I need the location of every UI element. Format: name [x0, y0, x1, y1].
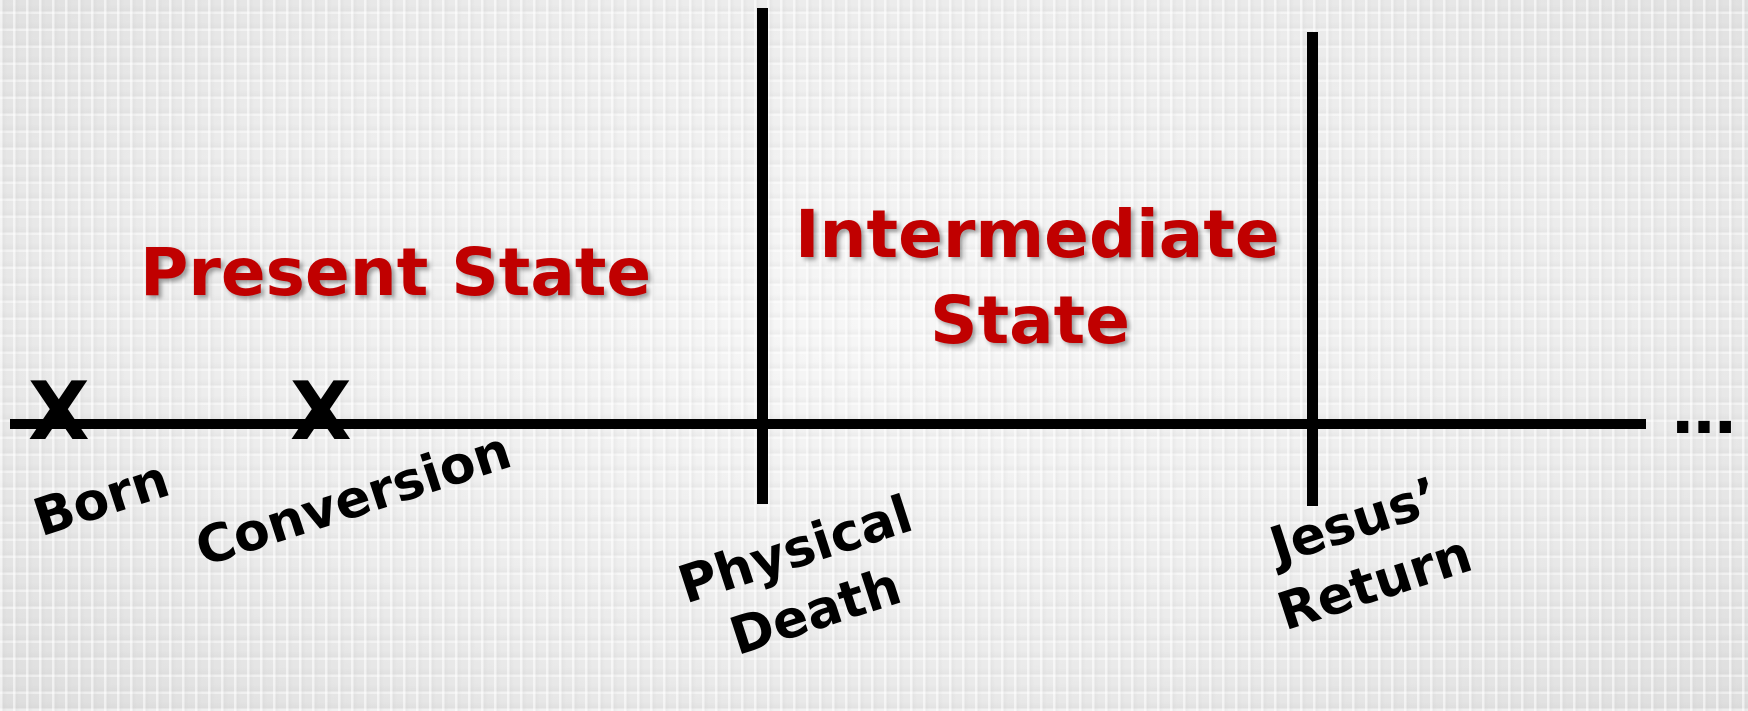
physical-death-label: Physical Death [662, 480, 949, 684]
intermediate-state-line-1: Intermediate [795, 196, 1280, 273]
born-label: Born [26, 449, 177, 549]
timeline-axis [10, 419, 1646, 429]
conversion-marker: X [290, 365, 352, 458]
physical-death-divider [757, 8, 768, 504]
present-state-label: Present State [140, 234, 652, 311]
conversion-label: Conversion [188, 420, 519, 579]
intermediate-state-label: Intermediate State [795, 192, 1280, 364]
born-marker: X [28, 365, 90, 458]
jesus-return-label: Jesus’ Return [1226, 453, 1504, 654]
intermediate-state-line-2: State [930, 281, 1130, 359]
jesus-return-divider [1307, 32, 1318, 506]
timeline-continuation: … [1672, 375, 1736, 449]
